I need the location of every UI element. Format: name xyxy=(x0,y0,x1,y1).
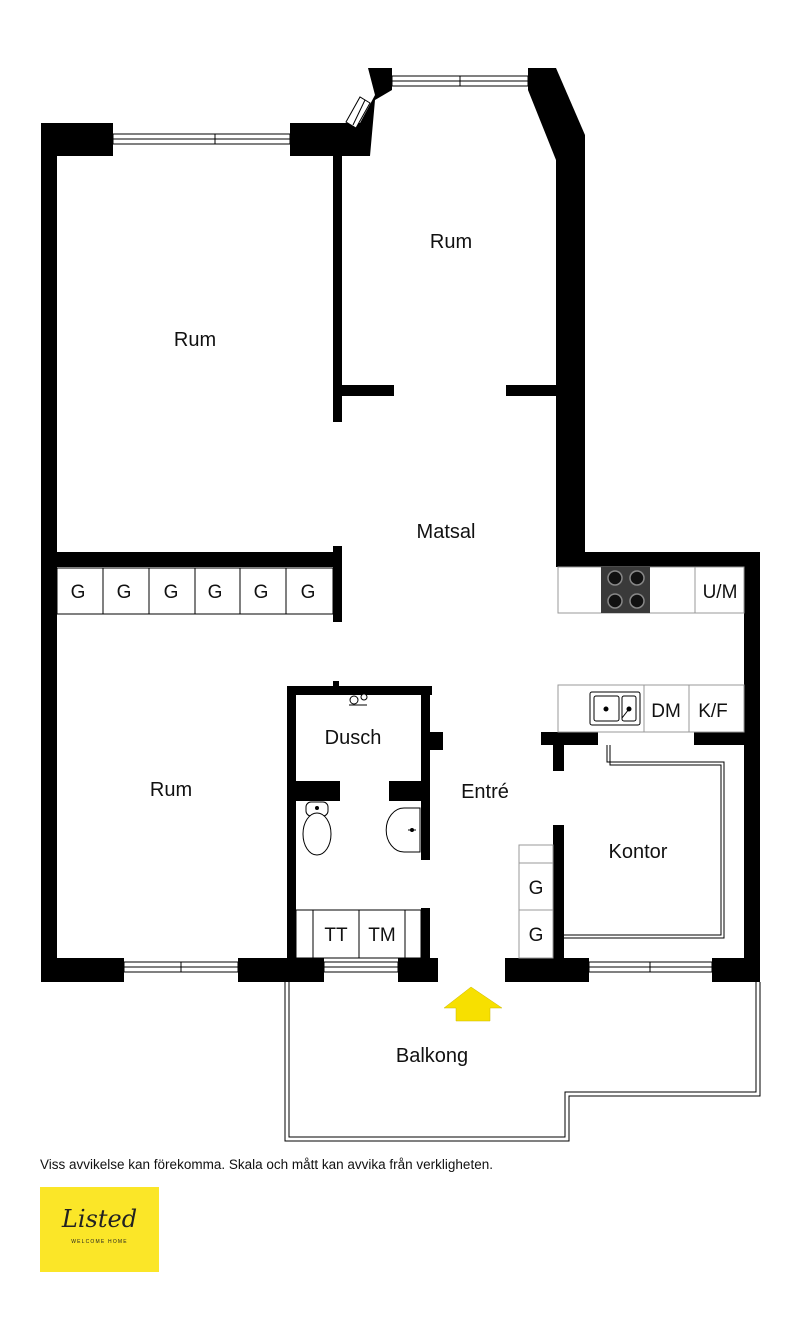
laundry-units: TT TM xyxy=(295,909,422,959)
wardrobe-row: G G G G G G xyxy=(56,567,334,615)
kitchen-counter-lower: DM K/F xyxy=(557,684,745,733)
listed-logo: Listed WELCOME HOME xyxy=(40,1187,159,1272)
dryer-label: TT xyxy=(324,925,348,946)
office-furniture xyxy=(564,745,725,939)
washbasin-icon xyxy=(385,807,421,853)
room-label-dusch: Dusch xyxy=(325,727,382,749)
walls xyxy=(41,68,760,982)
kitchen-counter-top: U/M xyxy=(557,566,745,614)
wardrobe-label: G xyxy=(529,878,544,899)
room-label-rum-top-center: Rum xyxy=(430,231,472,253)
room-label-entre: Entré xyxy=(461,781,509,803)
kitchen-sink-icon xyxy=(589,691,641,726)
wardrobe-label: G xyxy=(164,582,179,603)
room-label-rum-top-left: Rum xyxy=(174,329,216,351)
room-label-matsal: Matsal xyxy=(417,521,476,543)
shower-icon xyxy=(349,693,368,706)
fridge-freezer-label: U/M xyxy=(703,582,738,603)
wardrobe-label: G xyxy=(208,582,223,603)
floor-plan: G G G G G G U/M DM K/F xyxy=(41,68,761,1142)
room-label-kontor: Kontor xyxy=(609,841,668,863)
fridge-label: K/F xyxy=(698,701,728,722)
room-labels: Rum Rum Matsal Rum Dusch Entré Kontor Ba… xyxy=(150,231,668,1067)
disclaimer-text: Viss avvikelse kan förekomma. Skala och … xyxy=(40,1157,493,1172)
windows xyxy=(112,75,713,973)
toilet-icon xyxy=(302,801,332,856)
dishwasher-label: DM xyxy=(651,701,681,722)
room-label-rum-bottom-left: Rum xyxy=(150,779,192,801)
balcony-outline xyxy=(284,982,761,1142)
wardrobe-label: G xyxy=(254,582,269,603)
logo-wordmark: Listed xyxy=(61,1205,138,1233)
stove-icon xyxy=(601,567,650,613)
room-label-balkong: Balkong xyxy=(396,1045,468,1067)
washer-label: TM xyxy=(368,925,395,946)
wardrobe-label: G xyxy=(529,925,544,946)
entrance-arrow-icon xyxy=(443,986,503,1022)
wardrobe-label: G xyxy=(117,582,132,603)
wardrobe-label: G xyxy=(301,582,316,603)
hall-wardrobe: G G xyxy=(518,844,554,959)
logo-tagline: WELCOME HOME xyxy=(71,1239,128,1245)
wardrobe-label: G xyxy=(71,582,86,603)
